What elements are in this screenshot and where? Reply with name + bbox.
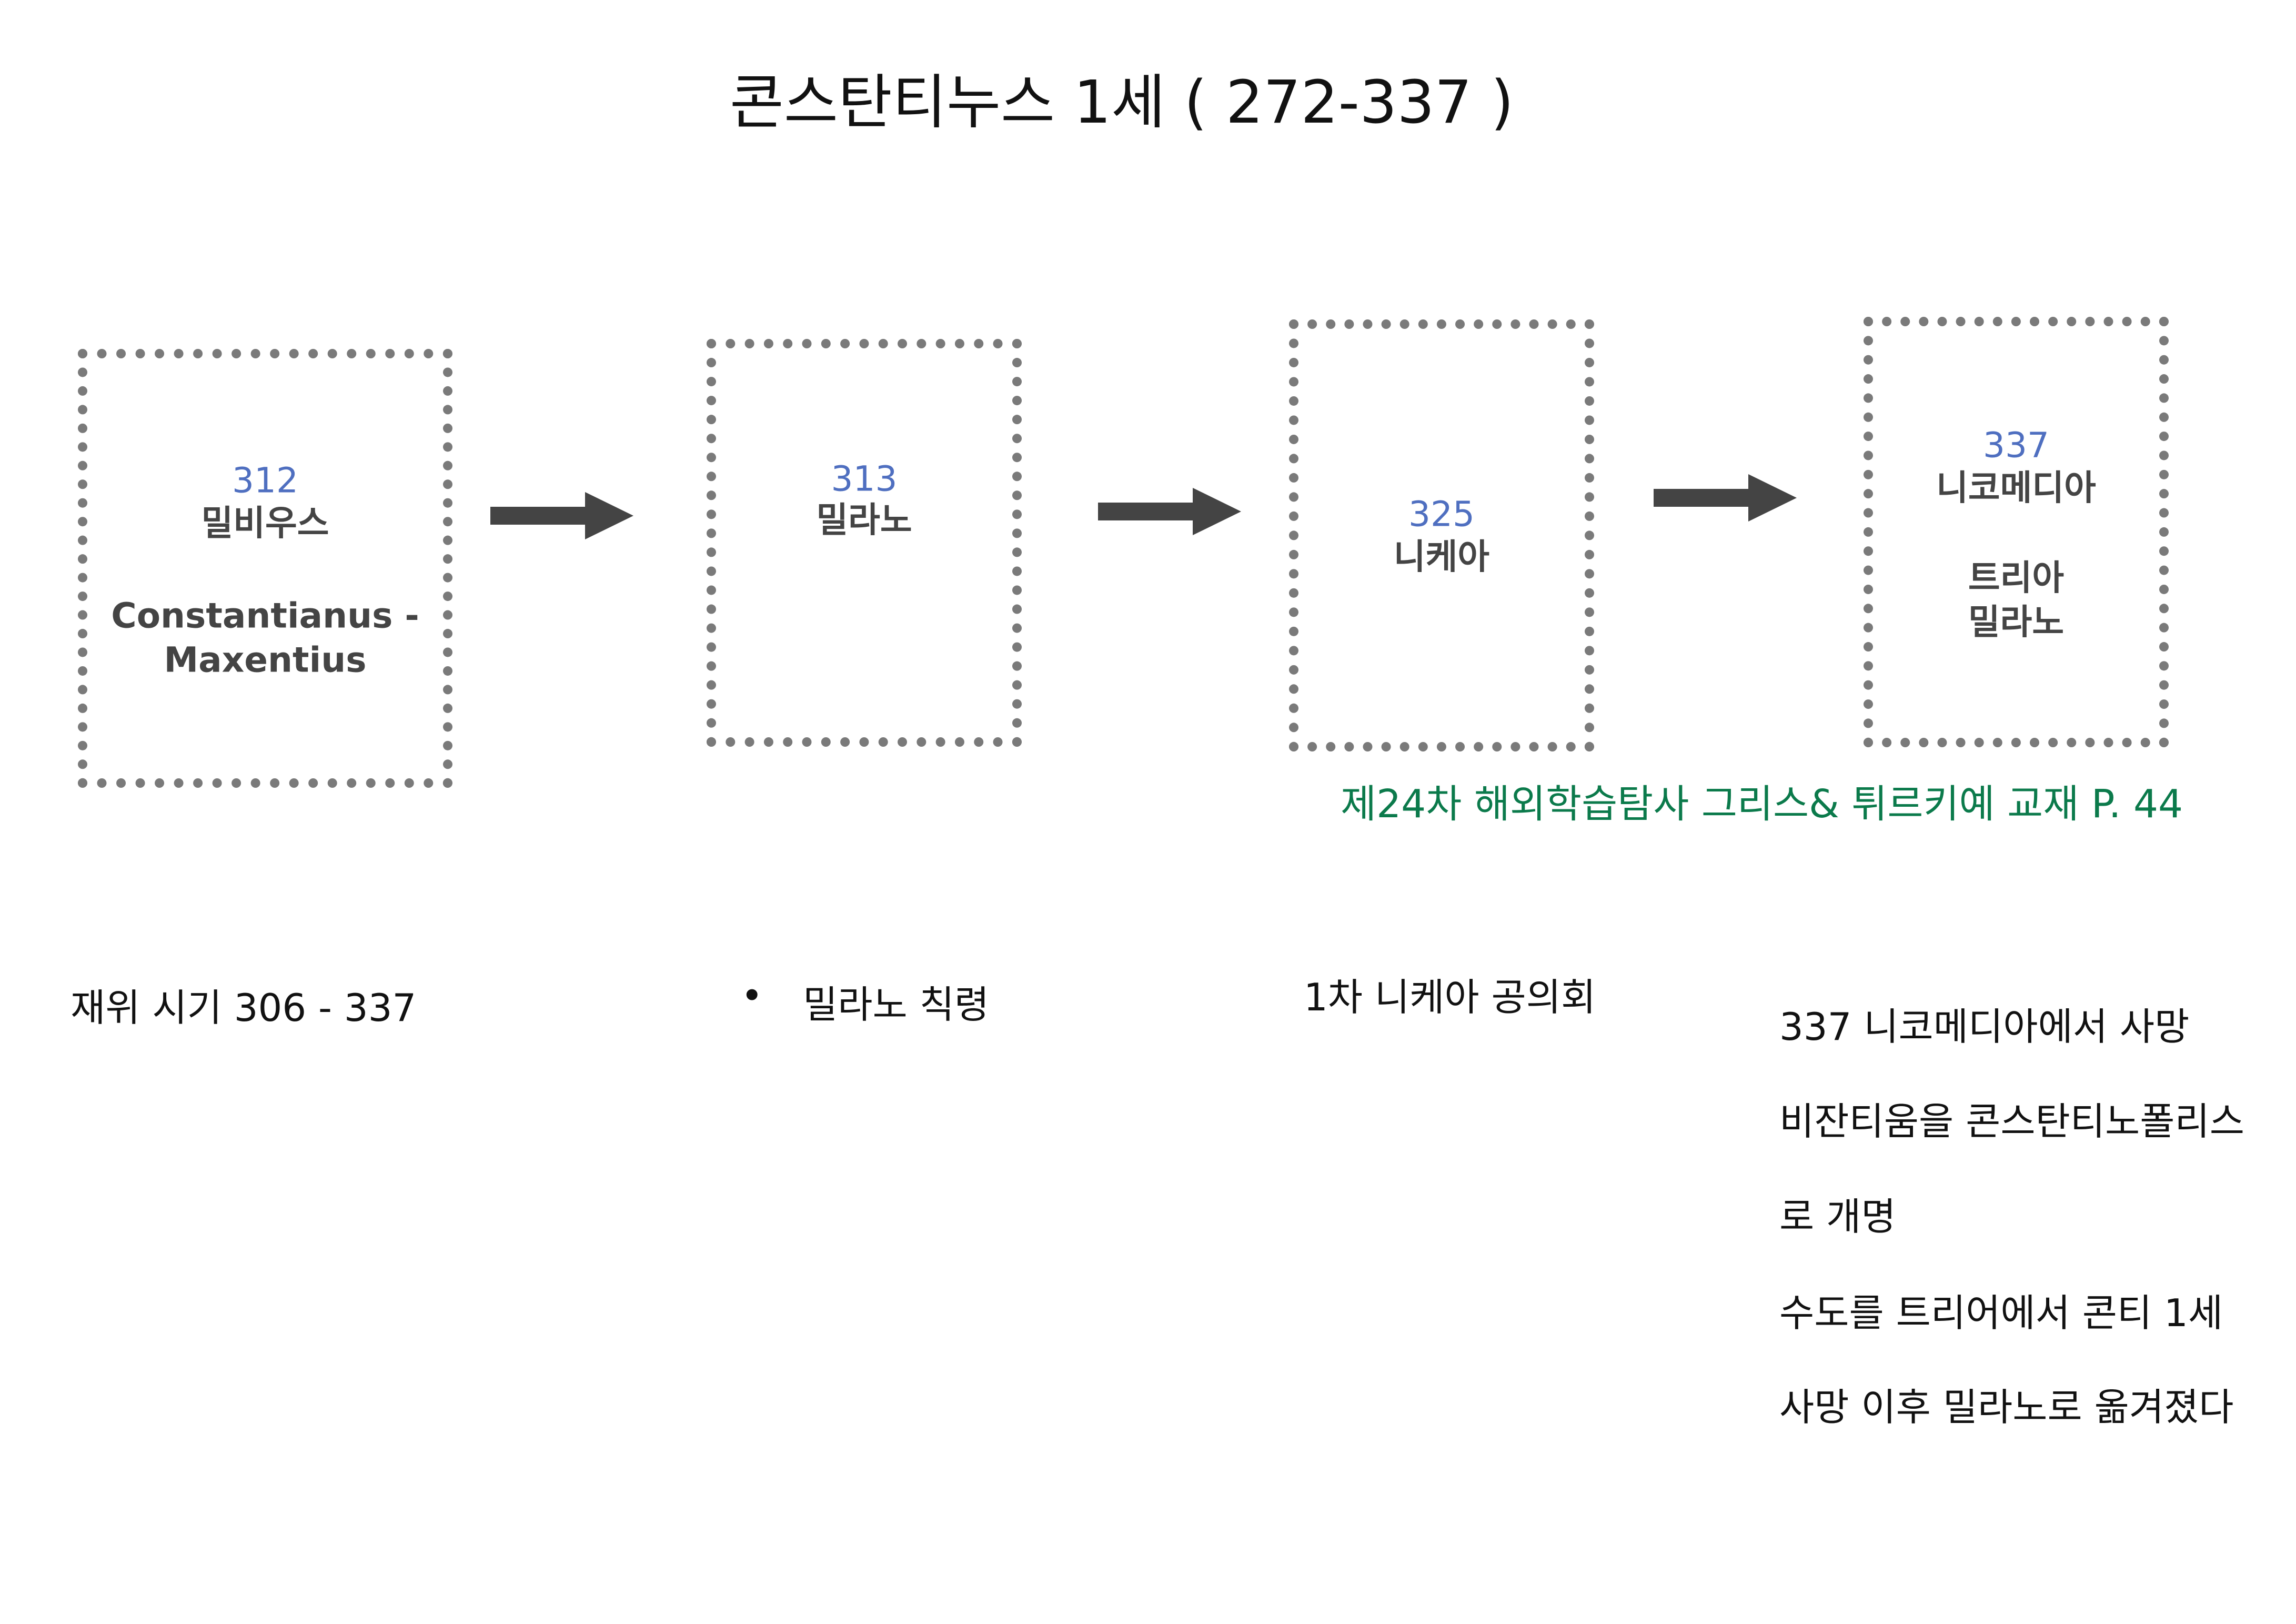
death-note-line: 337 니코메디아에서 사망 [1779,1005,2190,1049]
timeline-box-313: 313 밀라노 [707,339,1022,747]
year-label: 325 [1408,494,1475,535]
arrow-right-icon [1098,488,1241,535]
place-label: 트리아 [1968,557,2065,598]
place-label: 밀라노 [1968,602,2065,643]
timeline-box-325: 325 니케아 [1289,319,1594,751]
page-title: 콘스탄티누스 1세 ( 272-337 ) [729,68,1514,137]
source-citation: 제24차 해외학습탐사 그리스& 튀르키예 교재 P. 44 [1341,781,2183,827]
bullet-icon: • [741,974,763,1018]
place-label: 니케아 [1393,536,1490,577]
timeline-box-312: 312 밀비우스 Constantianus - Maxentius [78,349,452,788]
death-note-line: 로 개명 [1779,1195,1896,1239]
reign-note: 재위 시기 306 - 337 [71,986,417,1030]
year-label: 337 [1983,425,2049,466]
place-label: 니코메디아 [1936,467,2096,508]
arrow-right-icon [1654,474,1797,522]
council-note: 1차 니케아 공의회 [1304,975,1596,1019]
year-label: 312 [232,460,298,501]
death-note-line: 사망 이후 밀라노로 옮겨졌다 [1779,1385,2234,1429]
year-label: 313 [831,458,898,499]
death-note-line: 수도를 트리어에서 콘티 1세 [1779,1291,2223,1335]
battle-label: Maxentius [164,639,367,680]
place-label: 밀비우스 [201,503,329,544]
edict-note: 밀라노 칙령 [803,983,990,1027]
place-label: 밀라노 [816,499,912,540]
arrow-right-icon [490,492,633,539]
timeline-box-337: 337 니코메디아 트리아 밀라노 [1864,317,2169,747]
death-note-line: 비잔티움을 콘스탄티노폴리스 [1779,1099,2245,1144]
battle-label: Constantianus - [111,595,419,636]
